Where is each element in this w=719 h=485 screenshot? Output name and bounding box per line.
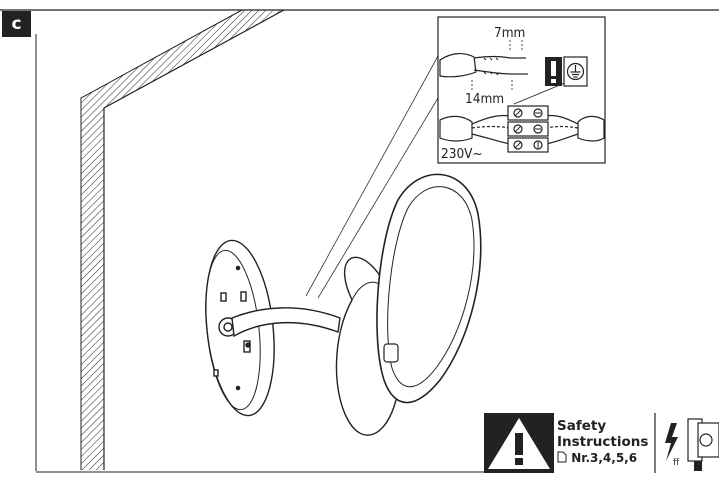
voltage-label: 230V~ [441,146,483,162]
wiring-detail-drawing [439,40,605,153]
lightning-icon [665,423,678,461]
small-mark: ff [673,458,680,468]
safety-reference-row: Nr.3,4,5,6 [557,450,648,466]
safety-notice: Safety Instructions Nr.3,4,5,6 ff [484,413,719,473]
safety-reference: Nr.3,4,5,6 [571,451,638,465]
exclamation-icon [545,57,562,86]
safety-instructions-text: Safety Instructions Nr.3,4,5,6 [557,418,648,466]
warning-triangle-icon [484,413,554,473]
safety-divider-and-icon [654,413,719,473]
safety-title-line1: Safety [557,418,607,434]
wall [80,9,285,470]
mirror-head [376,173,482,404]
detail-pointer-lines [305,55,439,299]
strip-length-short-label: 7mm [494,25,526,41]
strip-length-long-label: 14mm [465,91,505,107]
safety-title-line2: Instructions [557,434,649,450]
mirror-arm [231,307,341,338]
earth-ground-icon [563,56,588,87]
document-icon [557,451,571,465]
step-label: c [2,11,31,37]
